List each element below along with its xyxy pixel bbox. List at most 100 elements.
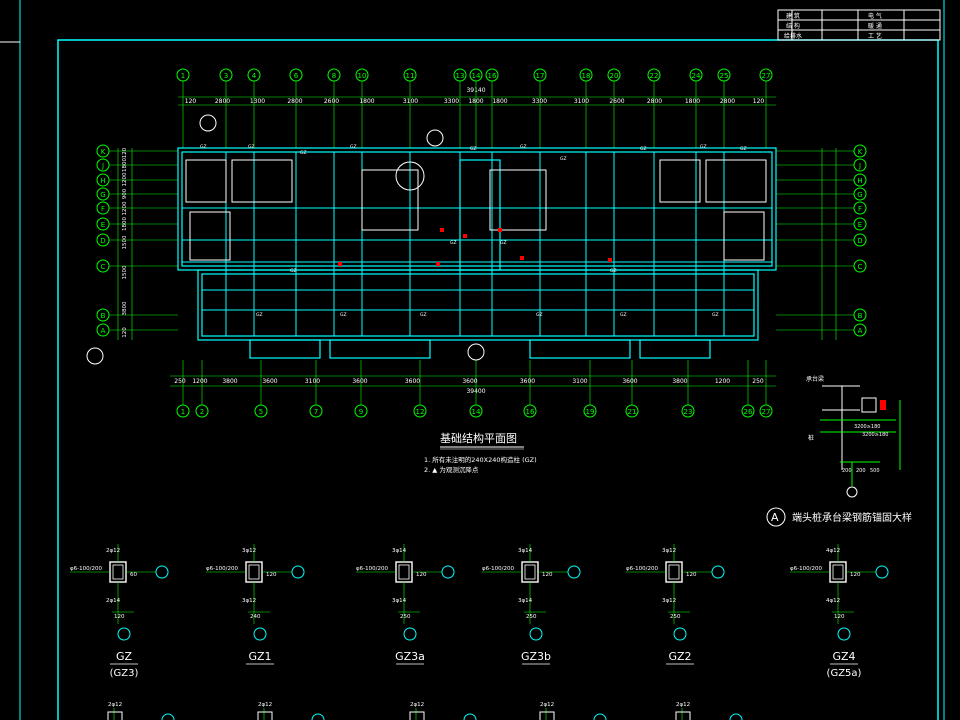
title-block: 建 筑 结 构 给排水 电 气 暖 通 工 艺 bbox=[777, 9, 941, 41]
grid-label-row: J bbox=[858, 162, 861, 170]
column-bottom-rebar: 4φ12 bbox=[826, 598, 840, 604]
partial-axis-bubble bbox=[463, 713, 477, 720]
detail-label-beam: 承台梁 bbox=[806, 375, 824, 383]
dim-bottom: 3600 bbox=[462, 378, 477, 385]
grid-label-top: 3 bbox=[224, 72, 228, 80]
column-bottom-rebar: 3φ12 bbox=[242, 598, 256, 604]
detail-dim-3: 200 bbox=[842, 468, 852, 474]
title-row-3-right: 工 艺 bbox=[868, 32, 882, 40]
partial-axis-bubble bbox=[593, 713, 607, 720]
grid-label-row: G bbox=[857, 191, 862, 199]
column-bottom-rebar: 3φ14 bbox=[392, 598, 407, 604]
column-sub-name: (GZ5a) bbox=[827, 668, 862, 679]
partial-column bbox=[107, 711, 123, 720]
dim-top: 2800 bbox=[647, 98, 662, 105]
dim-top: 3300 bbox=[444, 98, 459, 105]
column-top-rebar: 3φ12 bbox=[242, 548, 256, 554]
grid-label-row: H bbox=[100, 177, 105, 185]
grid-label-bottom: 5 bbox=[259, 408, 263, 416]
partial-column bbox=[675, 711, 691, 720]
dim-top: 120 bbox=[185, 98, 197, 105]
grid-label-top: 24 bbox=[692, 72, 701, 80]
column-dim: 240 bbox=[250, 614, 261, 620]
grid-label-row: F bbox=[101, 205, 105, 213]
column-tag: GZ bbox=[290, 268, 297, 274]
column-tag: GZ bbox=[248, 144, 255, 150]
partial-axis-bubble bbox=[311, 713, 325, 720]
grid-label-bottom: 9 bbox=[359, 408, 363, 416]
column-dim: 120 bbox=[834, 614, 845, 620]
grid-label-top: 11 bbox=[406, 72, 415, 80]
detail-dim-1: 3200≥180 bbox=[854, 424, 880, 430]
detail-dim-2: 3200≥180 bbox=[862, 432, 888, 438]
dim-top: 1800 bbox=[359, 98, 374, 105]
dim-top: 2800 bbox=[215, 98, 230, 105]
column-name: GZ4 bbox=[832, 650, 855, 663]
grid-label-row: K bbox=[858, 148, 863, 156]
foundation-plan bbox=[86, 114, 777, 365]
grid-label-top: 27 bbox=[762, 72, 771, 80]
title-row-1-right: 电 气 bbox=[868, 12, 882, 20]
column-tag: GZ bbox=[712, 312, 719, 318]
dim-bottom: 1200 bbox=[715, 378, 730, 385]
grid-label-top: 6 bbox=[294, 72, 299, 80]
grid-label-row: F bbox=[858, 205, 862, 213]
grid-label-bottom: 7 bbox=[314, 408, 318, 416]
dim-top: 1800 bbox=[685, 98, 700, 105]
dim-bottom: 3600 bbox=[405, 378, 420, 385]
column-name: GZ bbox=[116, 650, 133, 663]
detail-circle-label: A bbox=[771, 511, 779, 524]
column-tag: GZ bbox=[610, 268, 617, 274]
partial-column bbox=[257, 711, 273, 720]
grid-label-row: A bbox=[858, 327, 863, 335]
partial-column bbox=[409, 711, 425, 720]
grid-label-top: 18 bbox=[582, 72, 591, 80]
column-sub-name: (GZ3) bbox=[110, 668, 139, 679]
partial-axis-bubble bbox=[161, 713, 175, 720]
grid-label-top: 22 bbox=[650, 72, 659, 80]
grid-label-row: B bbox=[858, 312, 863, 320]
dim-top: 1300 bbox=[250, 98, 265, 105]
column-dim: 120 bbox=[850, 572, 861, 578]
column-tag: GZ bbox=[536, 312, 543, 318]
column-tag: GZ bbox=[450, 240, 457, 246]
detail-dim-4: 200 bbox=[856, 468, 866, 474]
dim-left: 1200 bbox=[122, 201, 128, 215]
column-dim: 120 bbox=[686, 572, 697, 578]
dim-bottom: 250 bbox=[174, 378, 186, 385]
column-stirrup: φ6-100/200 bbox=[790, 566, 822, 572]
dim-top: 2800 bbox=[720, 98, 735, 105]
grid-label-bottom: 21 bbox=[628, 408, 637, 416]
title-row-2-right: 暖 通 bbox=[868, 22, 882, 30]
dim-top: 1800 bbox=[492, 98, 507, 105]
dim-bottom: 3100 bbox=[305, 378, 320, 385]
dim-top: 120 bbox=[753, 98, 765, 105]
grid-label-top: 1 bbox=[181, 72, 185, 80]
grid-label-row: C bbox=[101, 263, 106, 271]
column-tag: GZ bbox=[520, 144, 527, 150]
grid-label-bottom: 12 bbox=[416, 408, 425, 416]
grid-label-bottom: 27 bbox=[762, 408, 771, 416]
dim-left: 120 bbox=[122, 327, 128, 338]
detail-a: 承台梁 桩 3200≥180 3200≥180 200 200 500 A 端头… bbox=[766, 375, 912, 527]
column-bottom-rebar: 3φ12 bbox=[662, 598, 676, 604]
column-tag: GZ bbox=[256, 312, 263, 318]
grid-label-top: 14 bbox=[472, 72, 481, 80]
partial-rebar-label: 2φ12 bbox=[258, 702, 272, 708]
column-tag: GZ bbox=[560, 156, 567, 162]
dim-bottom: 3600 bbox=[352, 378, 367, 385]
dim-bottom: 3800 bbox=[672, 378, 687, 385]
grid-label-row: D bbox=[100, 237, 105, 245]
grid-label-top: 8 bbox=[332, 72, 336, 80]
column-top-rebar: 3φ12 bbox=[662, 548, 676, 554]
grid-label-bottom: 1 bbox=[181, 408, 185, 416]
column-dim: 250 bbox=[400, 614, 411, 620]
column-tag: GZ bbox=[700, 144, 707, 150]
